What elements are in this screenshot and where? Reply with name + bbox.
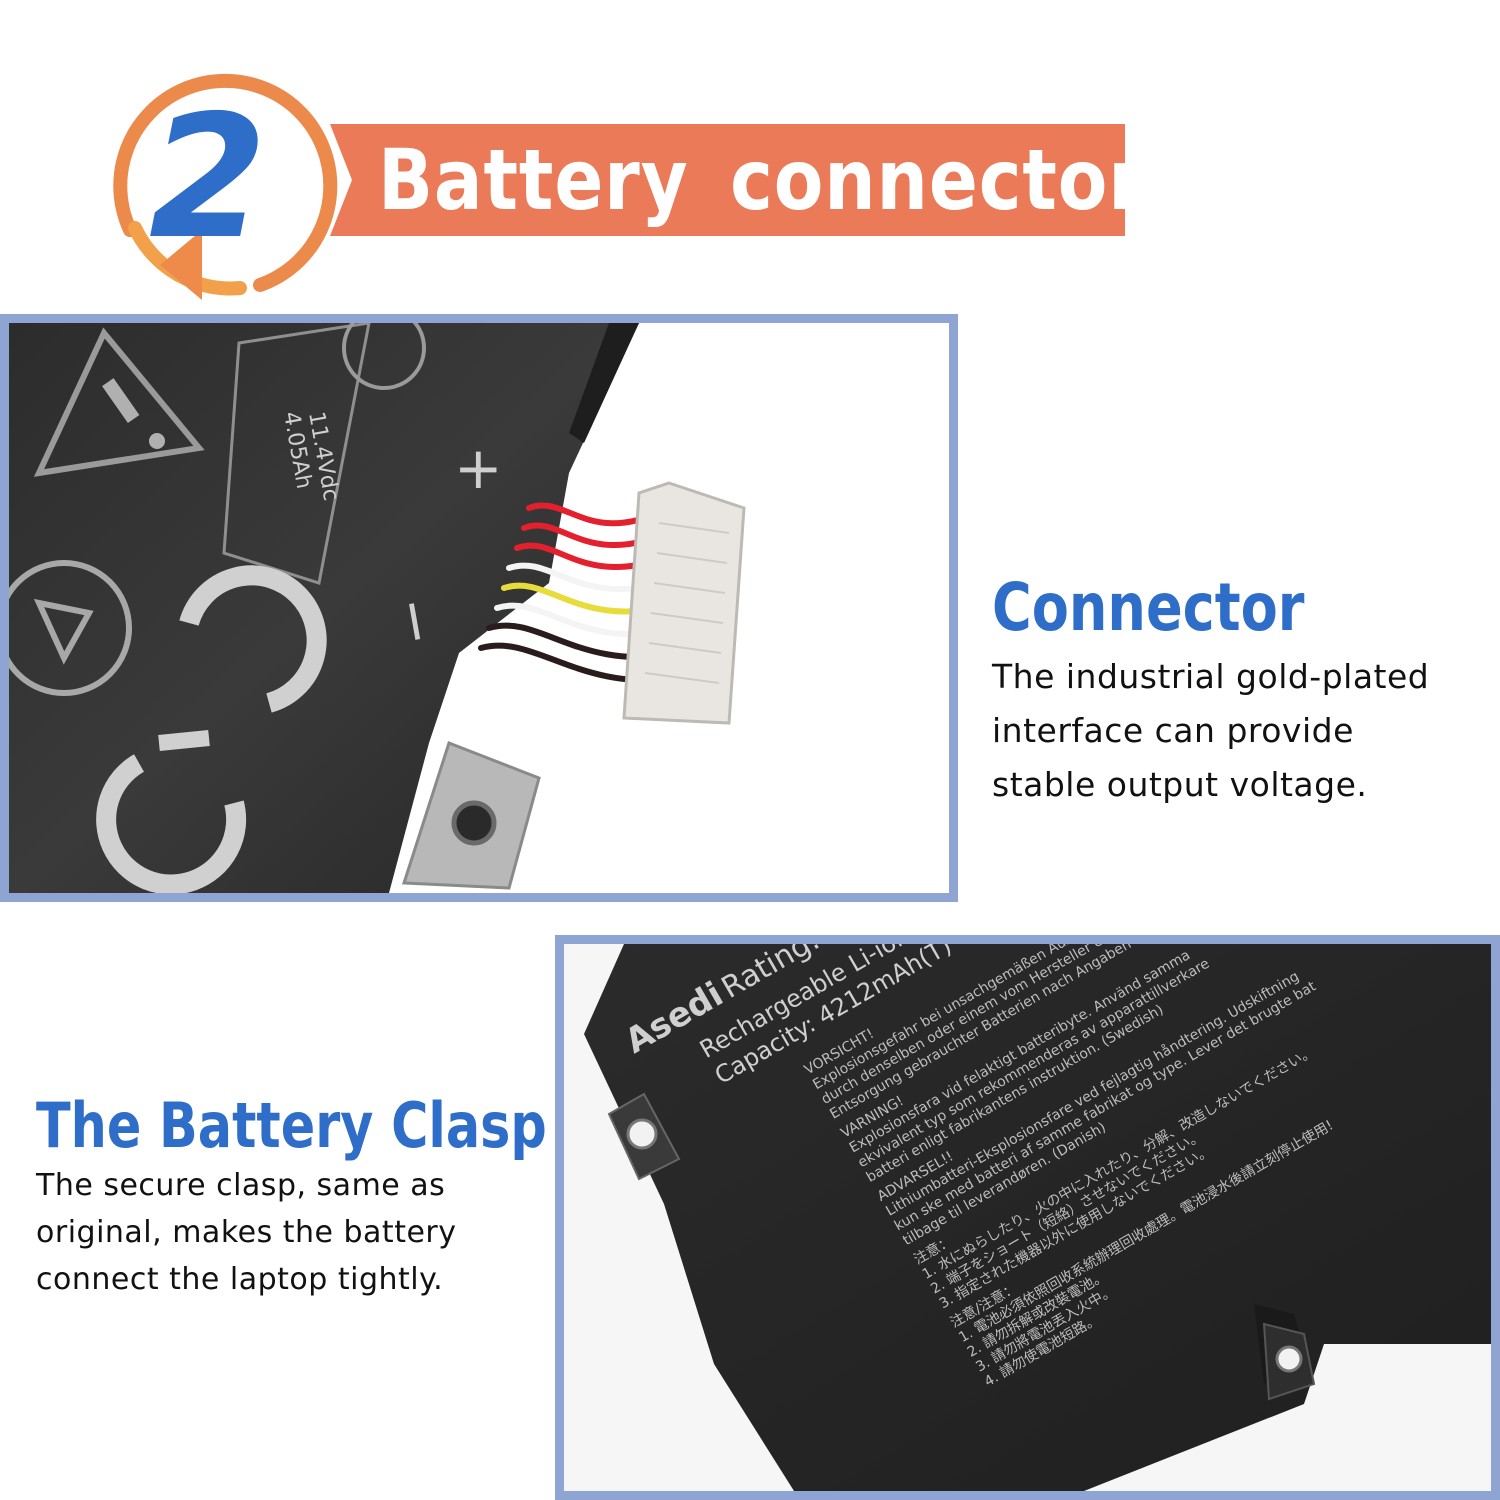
battery-clasp-photo: Asedi Rating:+1 Rechargeable Li-ion Capa… bbox=[555, 935, 1500, 1500]
step-badge: 2 bbox=[90, 60, 340, 310]
battery-clasp-photo-icon: Asedi Rating:+1 Rechargeable Li-ion Capa… bbox=[564, 944, 1491, 1491]
connector-description-line: The industrial gold-plated bbox=[992, 657, 1430, 696]
step-number: 2 bbox=[149, 79, 267, 277]
page-title: Battery connector bbox=[378, 131, 1145, 229]
battery-connector-photo-icon: 11.4Vdc 4.05Ah + − bbox=[9, 323, 949, 893]
connector-description: The industrial gold-plated interface can… bbox=[992, 650, 1472, 812]
connector-description-line: stable output voltage. bbox=[992, 765, 1368, 804]
plus-label: + bbox=[454, 434, 503, 502]
circular-arrow-icon: 2 bbox=[113, 73, 338, 300]
clasp-heading: The Battery Clasp bbox=[36, 1089, 547, 1162]
clasp-description-line: original, makes the battery bbox=[36, 1215, 457, 1250]
clasp-description-line: The secure clasp, same as bbox=[36, 1168, 446, 1203]
battery-connector-photo: 11.4Vdc 4.05Ah + − bbox=[0, 314, 958, 902]
connector-feature: Connector The industrial gold-plated int… bbox=[992, 568, 1472, 812]
clasp-feature: The Battery Clasp The secure clasp, same… bbox=[36, 1088, 547, 1303]
clasp-description-line: connect the laptop tightly. bbox=[36, 1262, 444, 1297]
clasp-description: The secure clasp, same as original, make… bbox=[36, 1162, 536, 1303]
title-banner: Battery connector bbox=[330, 124, 1125, 236]
minus-label: − bbox=[379, 591, 454, 651]
connector-description-line: interface can provide bbox=[992, 711, 1354, 750]
connector-heading: Connector bbox=[992, 569, 1305, 646]
